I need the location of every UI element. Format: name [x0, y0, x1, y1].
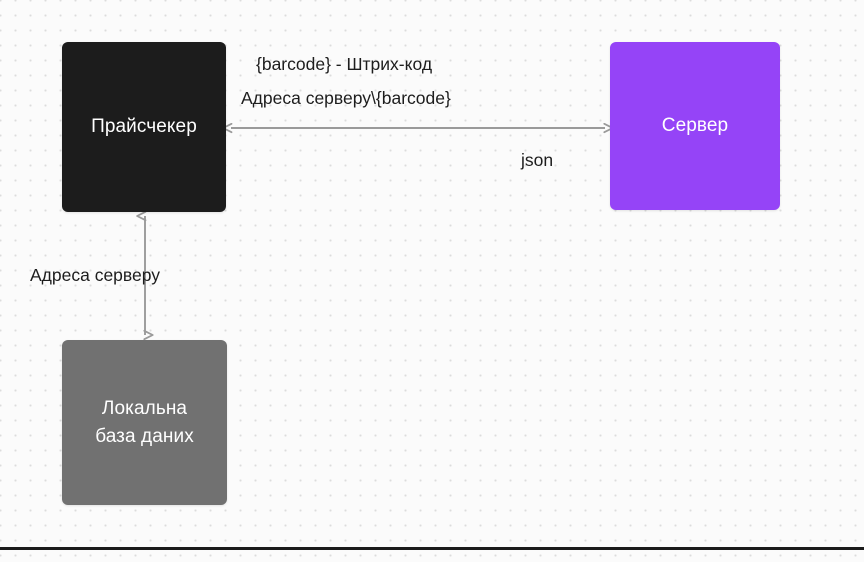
edge-label-json: json	[521, 150, 554, 170]
edge-label-barcode: {barcode} - Штрих-код	[256, 54, 433, 74]
node-local-database-label: Локальна база даних	[95, 397, 194, 447]
edge-label-server-address-barcode: Адреса серверу\{barcode}	[241, 88, 451, 108]
node-pricechecker[interactable]: Прайсчекер	[62, 42, 226, 212]
node-local-database[interactable]: Локальна база даних	[62, 340, 227, 505]
bottom-divider	[0, 547, 864, 550]
node-pricechecker-label: Прайсчекер	[91, 116, 197, 138]
edge-label-server-address: Адреса серверу	[30, 265, 161, 285]
node-server[interactable]: Сервер	[610, 42, 780, 210]
node-server-label: Сервер	[661, 115, 729, 137]
